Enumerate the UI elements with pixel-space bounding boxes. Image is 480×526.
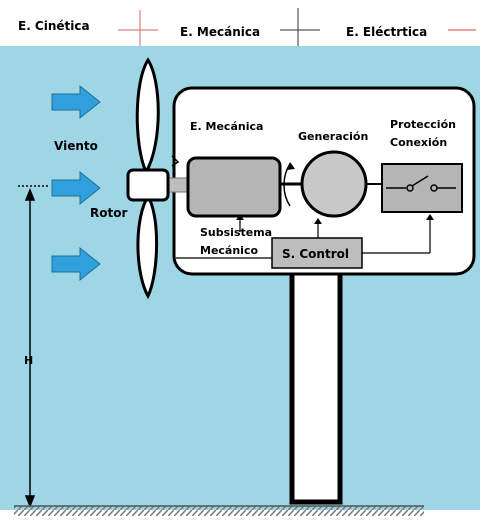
height-label: H [24,354,33,367]
ground [14,506,424,516]
rotation-indicator-icon [171,155,180,167]
tower [289,265,343,505]
protection-label: Protección [390,118,456,131]
wind-arrow-middle [51,170,101,206]
wind-label: Viento [54,139,98,153]
control-arrow-generator-icon [314,218,322,224]
blade-bottom [136,198,159,300]
height-marker [18,185,48,509]
rotation-arrow-head-icon [286,162,295,170]
control-connections [176,216,431,259]
wind-arrow-bottom [51,246,101,282]
switch-icon [386,175,456,192]
generation-label: Generación [298,130,368,143]
header-mechanical: E. Mecánica [180,25,260,39]
rotor-label: Rotor [90,206,127,220]
rotor-hub [126,168,170,202]
connection-label: Conexión [390,136,447,149]
header-divider-2 [280,8,320,46]
mech-energy-label: E. Mecánica [190,120,263,133]
header-kinetic: E. Cinética [18,19,90,33]
control-arrow-gearbox-icon [236,214,244,220]
header-divider-1 [118,10,158,46]
wind-arrow-top [51,84,101,120]
gearbox [186,156,282,218]
control-label: S. Control [282,247,349,261]
subsystem-label-line1: Subsistema [200,226,272,239]
energy-header-band [0,0,480,46]
generator [300,150,368,218]
control-arrow-protection-icon [426,214,434,220]
subsystem-label-line2: Mecánico [200,244,258,257]
header-electric: E. Eléctrtica [346,25,427,39]
